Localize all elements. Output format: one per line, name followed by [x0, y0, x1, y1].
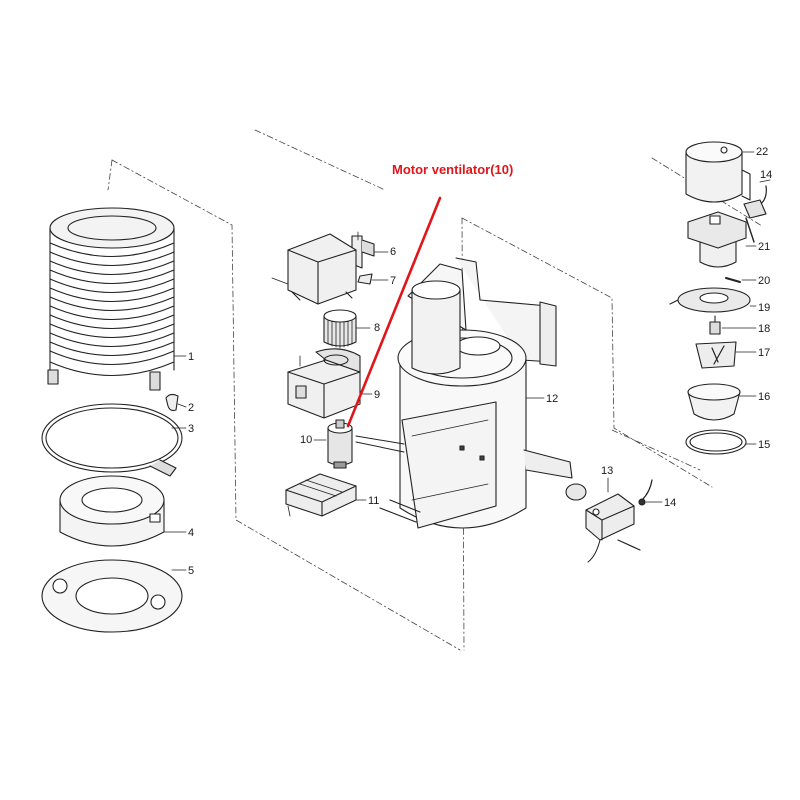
part-11-motor-base	[285, 473, 367, 517]
callout-17: 17	[758, 347, 771, 359]
callout-7: 7	[390, 275, 397, 287]
callout-1: 1	[188, 351, 195, 363]
fan-housing-cover	[271, 231, 359, 305]
callout-14-upper: 14	[760, 169, 773, 181]
part-17-cup-impeller	[695, 341, 757, 369]
callout-15: 15	[758, 439, 771, 451]
part-10-fan-motor	[313, 419, 353, 469]
part-21-thermostat-block	[687, 211, 757, 268]
annotation-label: Motor ventilator(10)	[392, 162, 514, 177]
part-14-sensor-lower	[638, 479, 663, 506]
part-12-boiler-body	[355, 257, 587, 529]
callout-11: 11	[368, 495, 380, 507]
callout-12: 12	[546, 393, 559, 405]
part-19-lid	[669, 287, 757, 313]
part-3-clamp-band	[41, 403, 187, 477]
part-18-valve	[709, 315, 757, 335]
callout-22: 22	[756, 146, 769, 158]
part-5-gasket-plate	[41, 559, 187, 633]
part-13-switch-box	[585, 477, 641, 563]
part-15-o-ring	[685, 429, 757, 455]
part-4-insulation-ring	[59, 475, 187, 547]
part-7-spring-clip	[357, 273, 389, 285]
part-9-fan-housing	[287, 348, 373, 419]
annotation-pointer-line	[346, 196, 442, 428]
callout-16: 16	[758, 391, 771, 403]
part-1-heating-coil	[47, 207, 187, 391]
part-8-impeller	[323, 309, 371, 349]
part-2-clip	[165, 393, 187, 412]
coil-windings	[49, 242, 175, 377]
callout-13: 13	[601, 465, 614, 477]
callout-14-lower: 14	[664, 497, 677, 509]
callout-20: 20	[758, 275, 771, 287]
callout-21: 21	[758, 241, 771, 253]
callout-18: 18	[758, 323, 771, 335]
callout-5: 5	[188, 565, 195, 577]
callout-10: 10	[300, 434, 313, 446]
callout-2: 2	[188, 402, 195, 414]
callout-3: 3	[188, 423, 195, 435]
callout-6: 6	[390, 246, 397, 258]
part-16-filter-basket	[687, 383, 757, 421]
callout-8: 8	[374, 322, 381, 334]
part-14-probe-upper	[743, 179, 771, 219]
callout-4: 4	[188, 527, 195, 539]
part-6-bracket	[351, 235, 389, 269]
part-20-pin	[725, 277, 757, 283]
callout-19: 19	[758, 302, 771, 314]
part-22-top-cover	[685, 141, 755, 203]
callout-9: 9	[374, 389, 381, 401]
